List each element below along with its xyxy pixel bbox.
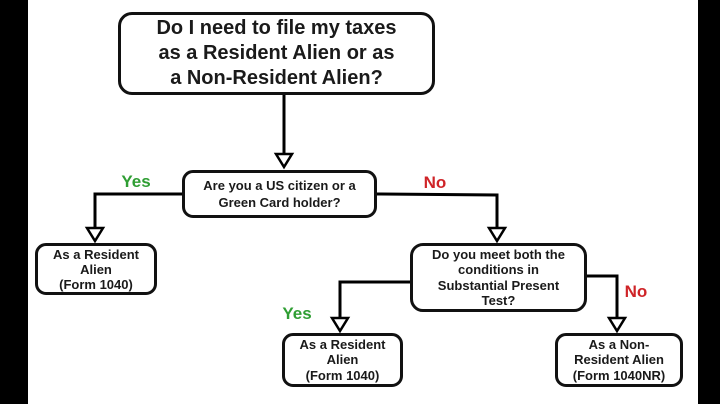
arrowhead-citizen-no <box>486 226 508 244</box>
connector-substantial-yes <box>338 280 411 320</box>
edge-label-substantial-yes: Yes <box>282 304 312 323</box>
node-resident-alien-form1040-mid: As a Resident Alien (Form 1040) <box>282 333 403 387</box>
connector-substantial-no <box>586 274 619 320</box>
node-resident-alien-form1040-left: As a Resident Alien (Form 1040) <box>35 243 157 295</box>
node-substantial-presence-test: Do you meet both the conditions in Subst… <box>410 243 587 312</box>
connector-citizen-yes <box>93 192 183 230</box>
left-black-bar <box>0 0 28 404</box>
edge-label-citizen-yes: Yes <box>121 172 151 191</box>
edge-label-citizen-no: No <box>423 173 447 192</box>
right-black-bar <box>698 0 720 404</box>
arrowhead-main-to-citizen <box>273 152 295 170</box>
arrowhead-substantial-yes <box>329 316 351 334</box>
arrowhead-substantial-no <box>606 316 628 334</box>
edge-label-substantial-no: No <box>624 282 648 301</box>
node-citizen-question: Are you a US citizen or a Green Card hol… <box>182 170 377 218</box>
node-nonresident-alien-form1040nr: As a Non- Resident Alien (Form 1040NR) <box>555 333 683 387</box>
arrowhead-citizen-yes <box>84 226 106 244</box>
connector-citizen-no <box>375 192 499 230</box>
node-main-question: Do I need to file my taxes as a Resident… <box>118 12 435 95</box>
